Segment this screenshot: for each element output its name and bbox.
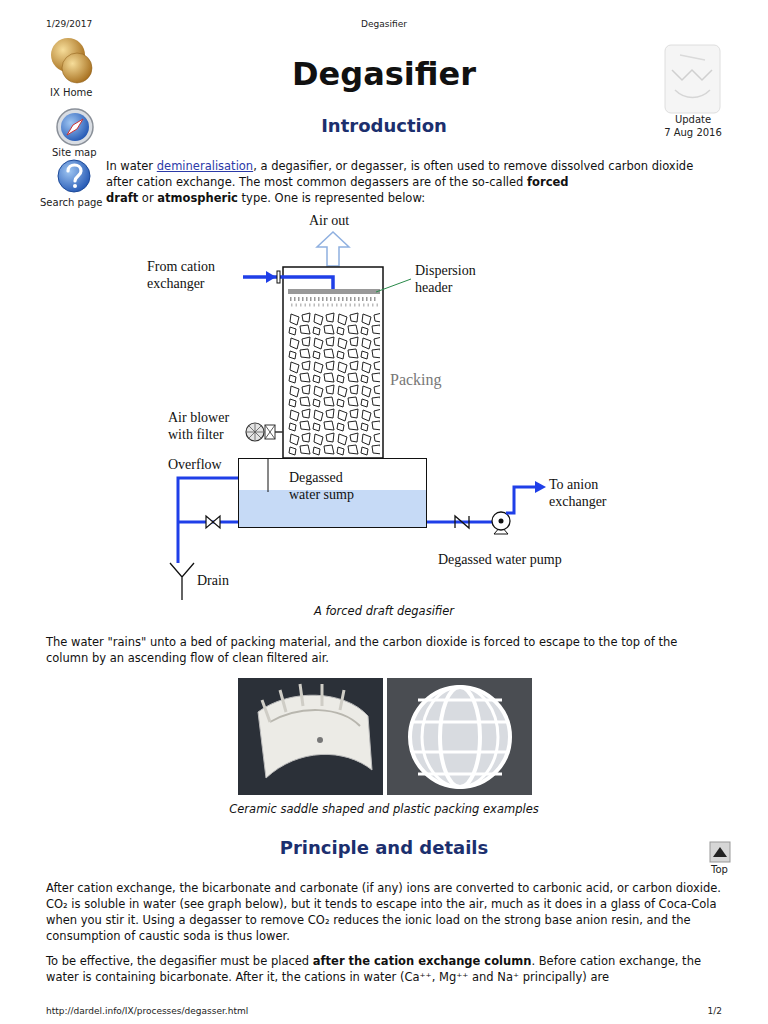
paragraph: After cation exchange, the bicarbonate a… bbox=[46, 880, 722, 944]
outlet-pipe bbox=[427, 521, 492, 524]
bold-text: after the cation exchange column bbox=[313, 954, 532, 968]
site-logo bbox=[665, 45, 720, 113]
link-text: demineralisation bbox=[157, 159, 253, 173]
ball-photo bbox=[387, 678, 532, 795]
photo-caption: Ceramic saddle shaped and plastic packin… bbox=[0, 802, 768, 817]
overflow-pipe bbox=[178, 478, 238, 563]
saddle-photo bbox=[238, 678, 383, 795]
body-text: or bbox=[142, 191, 154, 205]
valve-symbol bbox=[206, 516, 220, 528]
pipe-label: To anion exchanger bbox=[549, 476, 629, 510]
sitemap-icon bbox=[57, 109, 93, 145]
flange bbox=[277, 271, 280, 283]
part-label: Air blower with filter bbox=[168, 409, 248, 443]
pipe-label: Drain bbox=[197, 572, 229, 589]
paragraph-block: After cation exchange, the bicarbonate a… bbox=[46, 880, 722, 994]
leader-line bbox=[376, 279, 411, 292]
icon-label: Search page bbox=[40, 196, 103, 209]
flow-label: Air out bbox=[309, 212, 349, 229]
vent-pipe bbox=[268, 458, 269, 492]
top-button bbox=[710, 842, 730, 862]
section-heading: Principle and details bbox=[0, 837, 768, 859]
part-label: Dispersion header bbox=[415, 262, 495, 296]
air-out-arrow bbox=[317, 232, 349, 266]
spray bbox=[291, 304, 378, 307]
paragraph: In waterdemineralisation, a degasifier, … bbox=[38, 158, 722, 206]
intro-paragraph: In waterdemineralisation, a degasifier, … bbox=[38, 158, 722, 214]
section-heading: Introduction bbox=[0, 115, 768, 137]
body-text: After cation exchange, the bicarbonate a… bbox=[46, 881, 721, 943]
nav-label: Top bbox=[711, 863, 728, 876]
page-number: 1/2 bbox=[690, 1005, 722, 1017]
column bbox=[283, 267, 383, 458]
paragraph: To be effective, the degasifier must be … bbox=[46, 953, 722, 985]
pipe-label: Overflow bbox=[168, 456, 222, 473]
part-label: Packing bbox=[390, 370, 442, 389]
part-label: Degassed water pump bbox=[438, 551, 562, 568]
body-text: type. One is represented below: bbox=[242, 191, 425, 205]
bold-text: atmospheric bbox=[157, 191, 238, 205]
body-text: The water "rains" unto a bed of packing … bbox=[46, 635, 677, 665]
pump-symbol bbox=[492, 512, 510, 534]
print-date: 1/29/2017 bbox=[46, 18, 92, 30]
icon-label: IX Home bbox=[50, 86, 93, 99]
home-icon bbox=[51, 38, 92, 83]
flow-arrow bbox=[535, 481, 546, 493]
flow-arrow bbox=[266, 271, 276, 283]
print-header-title: Degasifier bbox=[0, 18, 768, 30]
update-label: Update bbox=[661, 113, 725, 126]
drain-funnel bbox=[170, 563, 194, 600]
body-text: To be effective, the degasifier must be … bbox=[46, 954, 309, 968]
node-text-block: Degassed water sump bbox=[289, 469, 377, 503]
figure-caption: A forced draft degasifier bbox=[0, 604, 768, 619]
body-text: In water bbox=[106, 159, 153, 173]
check-valve-symbol bbox=[455, 516, 469, 528]
spray bbox=[290, 297, 378, 301]
page-title: Degasifier bbox=[0, 55, 768, 93]
print-url: http://dardel.info/IX/processes/degasser… bbox=[46, 1005, 248, 1017]
node-text: Degassed water sump bbox=[289, 469, 377, 503]
update-date: 7 Aug 2016 bbox=[661, 126, 725, 139]
icon-label: Site map bbox=[52, 146, 97, 159]
icon-spacer bbox=[38, 158, 106, 214]
discharge-pipe bbox=[506, 487, 535, 513]
pipe-label: From cation exchanger bbox=[147, 258, 239, 292]
paragraph-block: The water "rains" unto a bed of packing … bbox=[46, 634, 722, 675]
dispersion-header bbox=[288, 289, 380, 294]
paragraph: The water "rains" unto a bed of packing … bbox=[46, 634, 722, 666]
inlet-pipe bbox=[243, 277, 333, 289]
sump-box: Degassed water sump bbox=[238, 458, 427, 528]
search-icon bbox=[58, 160, 90, 192]
blower-symbol bbox=[246, 423, 283, 441]
packing-bed bbox=[287, 312, 380, 456]
